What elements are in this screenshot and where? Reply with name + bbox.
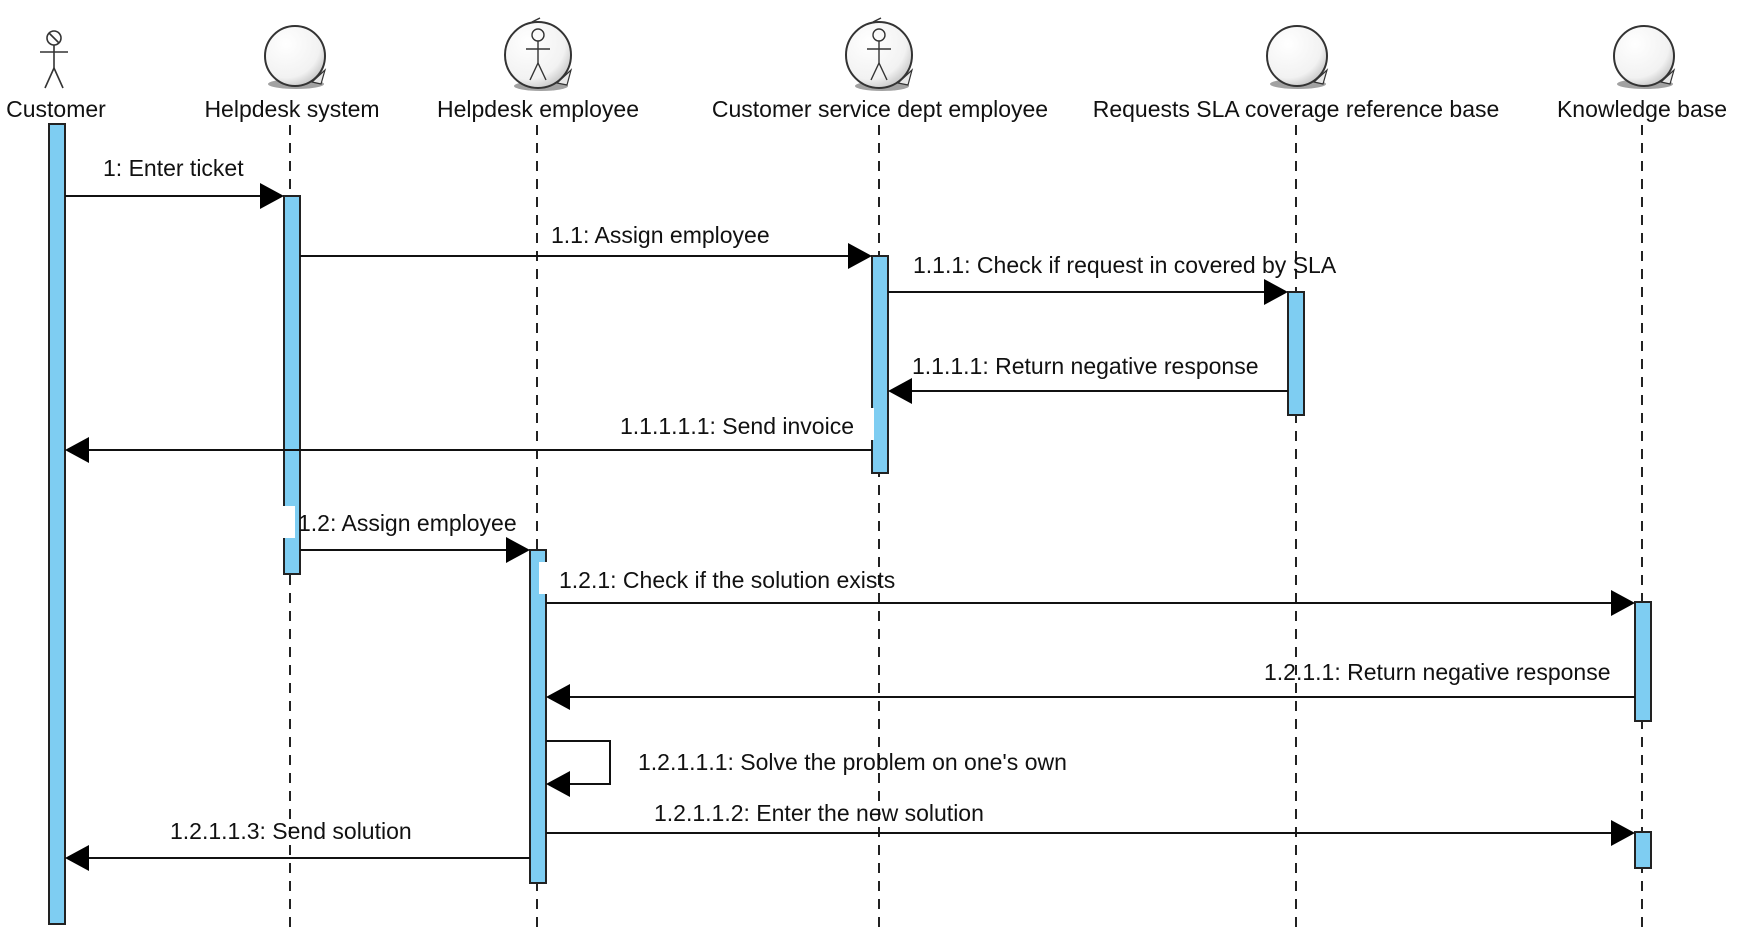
message-send-solution: 1.2.1.1.3: Send solution: [65, 818, 530, 871]
message-label: 1.1: Assign employee: [551, 222, 770, 248]
sphere-icon: [1266, 25, 1329, 89]
arrow-right-icon: [1611, 590, 1635, 616]
arrow-right-icon: [848, 243, 872, 269]
participant-label: Helpdesk employee: [437, 96, 639, 122]
participant-label: Requests SLA coverage reference base: [1093, 96, 1500, 122]
activation-sla-base: [1287, 291, 1305, 416]
message-self-solve: 1.2.1.1.1: Solve the problem on one's ow…: [546, 740, 1067, 797]
stick-figure-icon: [40, 30, 68, 89]
message-check-sla: 1.1.1: Check if request in covered by SL…: [888, 252, 1337, 305]
message-label: 1.2: Assign employee: [298, 510, 517, 536]
participant-label: Helpdesk system: [204, 96, 379, 122]
message-enter-new-solution: 1.2.1.1.2: Enter the new solution: [546, 800, 1635, 846]
participant-sla-base: Requests SLA coverage reference base: [1093, 25, 1500, 122]
activation-cs-employee: [871, 255, 889, 474]
participant-helpdesk-employee: Helpdesk employee: [437, 17, 639, 122]
worker-sphere-icon: [845, 17, 914, 91]
participant-label: Customer: [6, 96, 106, 122]
message-assign-employee-helpdesk: 1.2: Assign employee: [283, 506, 530, 563]
worker-sphere-icon: [504, 17, 573, 91]
participant-label: Customer service dept employee: [712, 96, 1048, 122]
message-label: 1.1.1: Check if request in covered by SL…: [913, 252, 1337, 278]
participant-customer: Customer: [6, 30, 106, 122]
participant-knowledge-base: Knowledge base: [1557, 25, 1727, 122]
arrow-right-icon: [1264, 279, 1288, 305]
message-label: 1.2.1: Check if the solution exists: [559, 567, 895, 593]
message-assign-employee-cs: 1.1: Assign employee: [300, 222, 872, 269]
message-enter-ticket: 1: Enter ticket: [65, 155, 284, 209]
arrow-left-icon: [65, 845, 89, 871]
message-return-negative-kb: 1.2.1.1: Return negative response: [546, 659, 1635, 710]
participant-label: Knowledge base: [1557, 96, 1727, 122]
message-line: [546, 740, 611, 785]
arrow-left-icon: [546, 771, 570, 797]
message-label: 1.2.1.1.1: Solve the problem on one's ow…: [638, 749, 1067, 775]
message-label: 1.1.1.1: Return negative response: [912, 353, 1259, 379]
activation-bars: [48, 123, 1652, 925]
activation-helpdesk-system: [283, 195, 301, 575]
label-background: [862, 408, 874, 440]
activation-knowledge-base-2: [1634, 831, 1652, 869]
arrow-right-icon: [506, 537, 530, 563]
arrow-left-icon: [546, 684, 570, 710]
participant-helpdesk-system: Helpdesk system: [204, 25, 380, 122]
message-label: 1.1.1.1.1: Send invoice: [620, 413, 854, 439]
label-background: [283, 506, 295, 538]
arrow-right-icon: [1611, 820, 1635, 846]
message-label: 1.2.1.1.3: Send solution: [170, 818, 412, 844]
sphere-icon: [1613, 25, 1676, 89]
arrow-left-icon: [888, 378, 912, 404]
message-send-invoice: 1.1.1.1.1: Send invoice: [65, 408, 874, 463]
message-label: 1: Enter ticket: [103, 155, 244, 181]
sphere-icon: [264, 25, 327, 89]
activation-knowledge-base-1: [1634, 601, 1652, 722]
activation-customer: [48, 123, 66, 925]
activation-helpdesk-employee: [529, 549, 547, 884]
message-check-solution: 1.2.1: Check if the solution exists: [539, 562, 1635, 616]
label-background: [539, 562, 551, 594]
message-label: 1.2.1.1: Return negative response: [1264, 659, 1611, 685]
arrow-left-icon: [65, 437, 89, 463]
arrow-right-icon: [260, 183, 284, 209]
message-label: 1.2.1.1.2: Enter the new solution: [654, 800, 984, 826]
participant-cs-employee: Customer service dept employee: [712, 17, 1048, 122]
message-return-negative-sla: 1.1.1.1: Return negative response: [888, 353, 1288, 404]
